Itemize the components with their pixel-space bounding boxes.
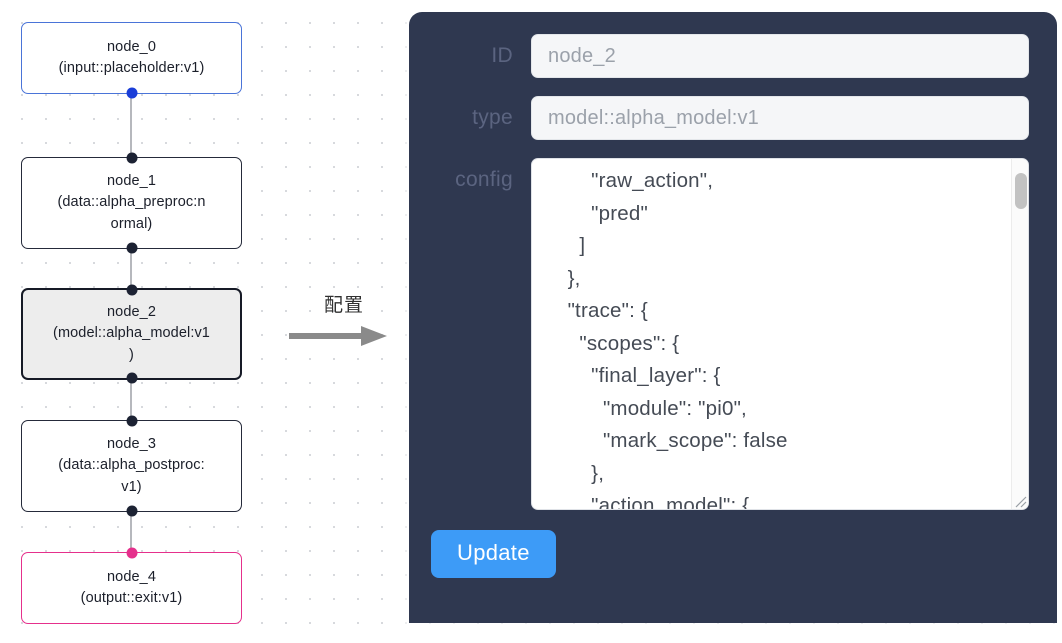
node-subtitle-line1: (data::alpha_preproc:n [57, 194, 206, 211]
node-handle-bottom[interactable] [126, 87, 137, 99]
annotation-label: 配置 [323, 294, 364, 316]
node-subtitle-line2: ) [129, 346, 134, 363]
node-title: node_2 [107, 304, 156, 321]
edge-node_1-node_2[interactable] [130, 249, 132, 288]
node-handle-top[interactable] [126, 415, 137, 427]
graph-node-node_4[interactable]: node_4 (output::exit:v1) [21, 547, 242, 624]
id-label: ID [491, 44, 513, 67]
config-textarea[interactable]: "raw_action", "pred" ] }, "trace": { "sc… [531, 158, 1029, 510]
annotation-config-arrow: 配置 [289, 296, 399, 348]
node-subtitle-line2: ormal) [110, 215, 153, 232]
node-handle-bottom[interactable] [126, 242, 137, 254]
panel-actions: Update [409, 530, 1029, 578]
field-row-type: type [409, 96, 1029, 140]
node-config-panel: ID type config "raw_action", "pred" ] },… [409, 12, 1057, 623]
config-label: config [455, 168, 513, 191]
node-handle-bottom[interactable] [126, 505, 137, 517]
graph-node-node_1[interactable]: node_1 (data::alpha_preproc:n ormal) [21, 152, 242, 254]
arrow-right-icon [289, 326, 387, 346]
node-subtitle-line2: v1) [121, 478, 142, 495]
id-input[interactable] [531, 34, 1029, 78]
node-title: node_4 [107, 568, 156, 585]
config-scrollbar[interactable] [1011, 159, 1028, 509]
graph-node-node_3[interactable]: node_3 (data::alpha_postproc: v1) [21, 415, 242, 517]
field-row-config: config "raw_action", "pred" ] }, "trace"… [409, 158, 1029, 510]
node-subtitle-line1: (model::alpha_model:v1 [53, 325, 210, 342]
edge-node_0-node_1[interactable] [130, 94, 132, 157]
type-label: type [472, 106, 513, 129]
node-handle-top[interactable] [126, 547, 137, 559]
node-handle-bottom[interactable] [126, 372, 137, 384]
node-title: node_0 [107, 38, 156, 55]
node-subtitle: (output::exit:v1) [80, 590, 183, 606]
node-title: node_1 [107, 173, 156, 190]
node-handle-top[interactable] [126, 152, 137, 164]
node-handle-top[interactable] [126, 284, 137, 296]
graph-node-node_0[interactable]: node_0 (input::placeholder:v1) [21, 22, 242, 99]
field-row-id: ID [409, 34, 1029, 78]
node-subtitle-line1: (data::alpha_postproc: [58, 457, 205, 474]
config-textarea-wrap: "raw_action", "pred" ] }, "trace": { "sc… [531, 158, 1029, 510]
node-title: node_3 [107, 436, 156, 453]
edge-node_3-node_4[interactable] [130, 512, 132, 552]
node-subtitle: (input::placeholder:v1) [58, 60, 205, 76]
type-input[interactable] [531, 96, 1029, 140]
edge-node_2-node_3[interactable] [130, 380, 132, 420]
config-scrollbar-thumb[interactable] [1014, 173, 1027, 209]
graph-node-node_2[interactable]: node_2 (model::alpha_model:v1 ) [21, 284, 242, 384]
update-button[interactable]: Update [431, 530, 556, 578]
